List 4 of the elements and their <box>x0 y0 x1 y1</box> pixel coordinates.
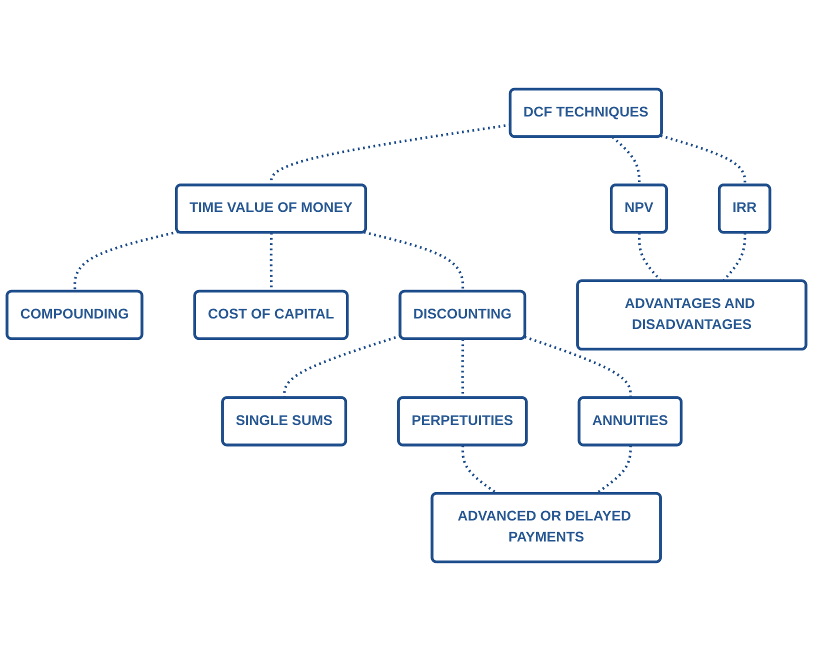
connector <box>524 336 632 398</box>
connector <box>660 134 746 186</box>
connector <box>74 230 179 292</box>
connector <box>722 232 746 282</box>
